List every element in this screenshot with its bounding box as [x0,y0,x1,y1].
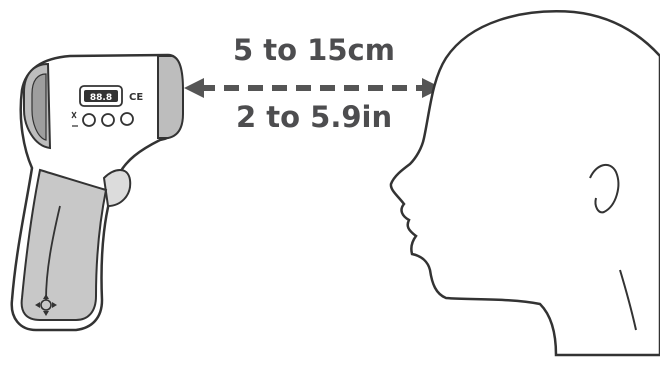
set-button[interactable] [121,113,133,125]
distance-metric-label: 5 to 15cm [233,33,395,67]
distance-arrow [184,78,442,98]
head-silhouette [391,11,660,355]
distance-imperial-label: 2 to 5.9in [236,100,392,134]
measure-button[interactable] [102,114,114,126]
arrow-head-left [184,78,204,98]
thermometer: 88.8 CE [12,55,183,330]
mode-button[interactable] [83,114,95,126]
thermometer-trigger [104,170,130,206]
thermometer-sensor-nose [158,56,183,138]
lcd-display-text: 88.8 [90,93,112,103]
ce-mark: CE [129,92,143,103]
